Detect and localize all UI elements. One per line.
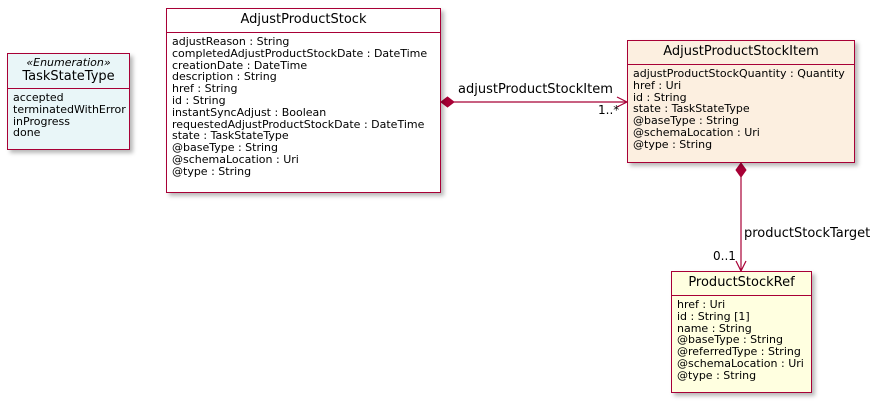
- multiplicity-product-stock-target: 0..1: [713, 249, 736, 263]
- class-attribute: completedAdjustProductStockDate : DateTi…: [172, 46, 428, 60]
- class-attribute: adjustReason : String: [172, 35, 290, 48]
- class-name: AdjustProductStockItem: [663, 44, 819, 59]
- class-adjust-product-stock-item[interactable]: AdjustProductStockItem adjustProductStoc…: [627, 40, 855, 163]
- enum-value: accepted: [13, 91, 64, 104]
- class-attribute: @schemaLocation : Uri: [677, 356, 804, 370]
- class-task-state-type[interactable]: «Enumeration» TaskStateType accepted ter…: [7, 53, 130, 150]
- class-attribute: @baseType : String: [677, 333, 784, 347]
- class-attribute: instantSyncAdjust : Boolean: [172, 105, 327, 119]
- class-attribute: @schemaLocation : Uri: [172, 152, 299, 166]
- class-attribute: href : Uri: [633, 78, 682, 92]
- class-attributes: adjustProductStockQuantity : Quantity hr…: [628, 65, 854, 155]
- class-attribute: @baseType : String: [633, 114, 740, 128]
- class-attribute: description : String: [172, 70, 277, 84]
- class-attribute: @baseType : String: [172, 141, 279, 155]
- class-attributes: accepted terminatedWithError inProgress …: [8, 89, 129, 143]
- class-attribute: state : TaskStateType: [172, 129, 289, 143]
- class-attribute: state : TaskStateType: [633, 102, 750, 116]
- class-name: TaskStateType: [22, 69, 115, 84]
- class-attribute: adjustProductStockQuantity : Quantity: [633, 67, 845, 80]
- association-adjust-product-stock-item: [440, 96, 629, 108]
- association-label-adjust-product-stock-item: adjustProductStockItem: [458, 82, 613, 97]
- class-adjust-product-stock[interactable]: AdjustProductStock adjustReason : String…: [166, 8, 441, 193]
- class-attributes: adjustReason : String completedAdjustPro…: [167, 33, 440, 182]
- enum-value: inProgress: [13, 114, 70, 128]
- association-product-stock-target: [735, 162, 747, 273]
- composition-diamond: [735, 162, 747, 178]
- class-attribute: @schemaLocation : Uri: [633, 125, 760, 139]
- class-product-stock-ref[interactable]: ProductStockRef href : Uri id : String […: [671, 271, 812, 393]
- class-attribute: id : String: [172, 93, 226, 107]
- class-attribute: @type : String: [172, 164, 252, 178]
- class-header: AdjustProductStock: [167, 9, 440, 33]
- class-attributes: href : Uri id : String [1] name : String…: [672, 296, 811, 386]
- class-header: ProductStockRef: [672, 272, 811, 296]
- class-attribute: id : String: [633, 90, 687, 104]
- enum-value: done: [13, 126, 41, 140]
- enum-value: terminatedWithError: [13, 102, 126, 116]
- class-attribute: name : String: [677, 321, 752, 335]
- class-name: ProductStockRef: [688, 275, 795, 290]
- class-header: «Enumeration» TaskStateType: [8, 54, 129, 89]
- class-attribute: @type : String: [633, 137, 713, 151]
- multiplicity-adjust-product-stock-item: 1..*: [598, 103, 620, 117]
- class-header: AdjustProductStockItem: [628, 41, 854, 65]
- class-attribute: @type : String: [677, 368, 757, 382]
- class-attribute: requestedAdjustProductStockDate : DateTi…: [172, 117, 425, 131]
- association-label-product-stock-target: productStockTarget: [744, 226, 871, 241]
- class-attribute: creationDate : DateTime: [172, 58, 308, 72]
- composition-diamond: [440, 96, 455, 108]
- class-attribute: id : String [1]: [677, 309, 750, 323]
- class-stereotype: «Enumeration»: [26, 56, 111, 69]
- class-attribute: @referredType : String: [677, 345, 801, 359]
- class-name: AdjustProductStock: [240, 12, 367, 27]
- class-attribute: href : String: [172, 82, 238, 96]
- class-attribute: href : Uri: [677, 298, 726, 311]
